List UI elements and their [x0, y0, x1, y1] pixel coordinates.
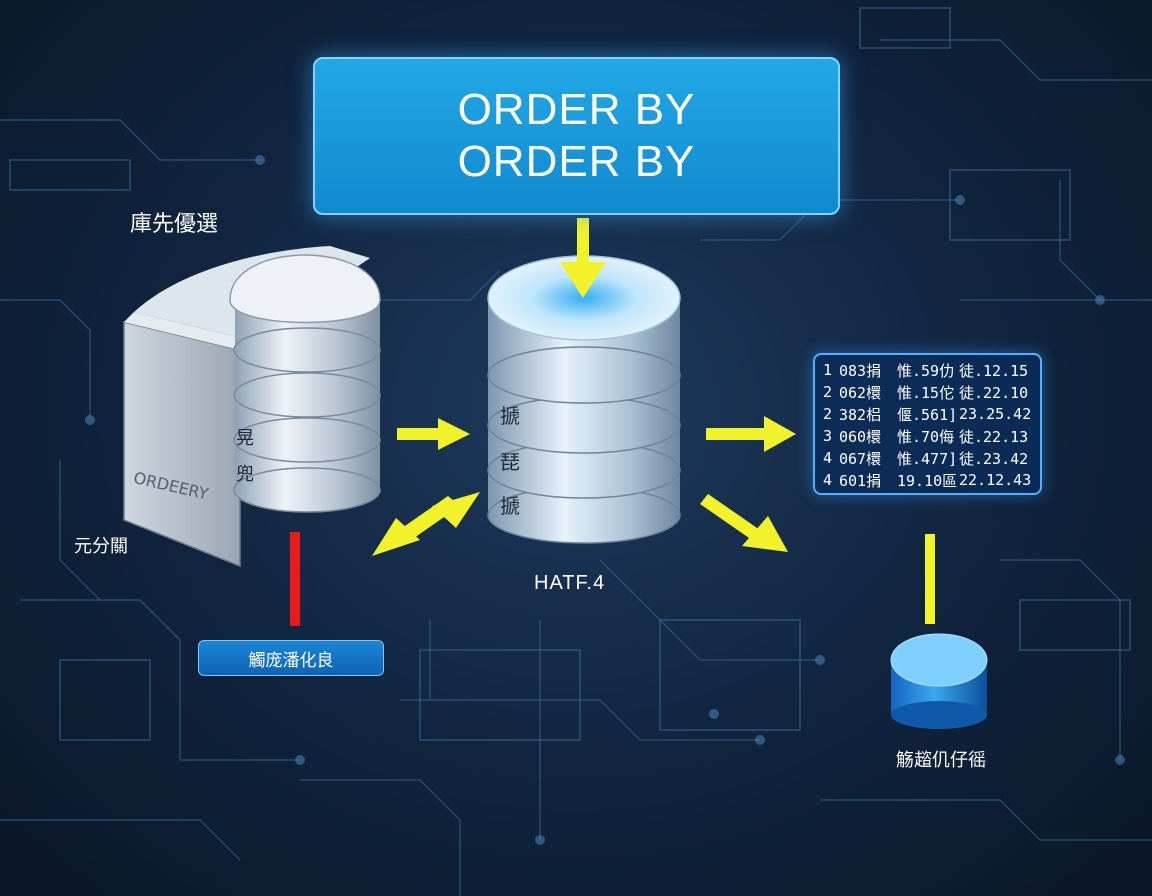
left-cylinder-glyph-1: 晃	[236, 428, 254, 449]
table-cell: 382梠	[839, 405, 882, 424]
table-row: 2 382梠 偃.561] 23.25.42	[823, 403, 1032, 425]
arrow-diagonal-icon	[700, 494, 788, 552]
title-line-2: ORDER BY	[457, 137, 696, 186]
double-arrow-icon	[372, 492, 480, 556]
table-cell: 2	[823, 405, 833, 423]
table-row: 4 067檈 惟.477] 徒.23.42	[823, 447, 1032, 469]
table-cell: 1	[823, 361, 833, 379]
table-row: 1 083捐 惟.59仂 徒.12.15	[823, 359, 1032, 381]
table-cell: 3	[823, 427, 833, 445]
bottom-right-label: 觞趦仉仔徭	[896, 750, 986, 771]
table-cell: 徒.22.13	[959, 427, 1029, 446]
table-cell: 偃.561]	[897, 405, 958, 424]
center-database-icon	[487, 255, 681, 544]
table-cell: 4	[823, 471, 833, 489]
table-row: 4 601捐 19.10區 22.12.43	[823, 469, 1032, 491]
table-cell: 062檈	[839, 383, 882, 402]
output-database-icon	[890, 633, 988, 729]
table-cell: 083捐	[839, 361, 882, 380]
arrow-down-icon	[560, 218, 606, 298]
center-cylinder-glyph-1: 搋	[500, 404, 520, 428]
table-cell: 19.10區	[897, 471, 958, 490]
arrow-right-icon	[397, 418, 470, 450]
table-row: 2 062檈 惟.15佗 徒.22.10	[823, 381, 1032, 403]
table-cell: 惟.59仂	[897, 361, 955, 380]
table-cell: 22.12.43	[959, 471, 1032, 489]
table-cell: 601捐	[839, 471, 882, 490]
center-cylinder-glyph-3: 搋	[500, 494, 520, 518]
table-cell: 4	[823, 449, 833, 467]
result-table: 1 083捐 惟.59仂 徒.12.15 2 062檈 惟.15佗 徒.22.1…	[813, 353, 1042, 495]
table-cell: 060檈	[839, 427, 882, 446]
left-label: 元分關	[74, 536, 128, 557]
center-cylinder-glyph-2: 琵	[500, 450, 520, 474]
top-left-label: 庫先優選	[130, 212, 219, 237]
table-cell: 23.25.42	[959, 405, 1032, 423]
table-cell: 067檈	[839, 449, 882, 468]
table-cell: 惟.477]	[897, 449, 958, 468]
arrow-right-icon	[706, 416, 796, 452]
connector-line	[925, 534, 935, 624]
table-cell: 2	[823, 383, 833, 401]
left-database-icon	[229, 254, 381, 513]
table-cell: 惟.15佗	[897, 383, 955, 402]
table-cell: 徒.23.42	[959, 449, 1029, 468]
center-label: HATF.4	[534, 572, 606, 594]
pill-label: 觸庞潘化良	[198, 640, 384, 676]
red-line	[290, 532, 300, 626]
title-box: ORDER BY ORDER BY	[313, 57, 840, 215]
left-cylinder-glyph-2: 兜	[236, 464, 254, 485]
table-cell: 徒.12.15	[959, 361, 1029, 380]
table-cell: 惟.70侮	[897, 427, 955, 446]
table-row: 3 060檈 惟.70侮 徒.22.13	[823, 425, 1032, 447]
table-cell: 徒.22.10	[959, 383, 1029, 402]
title-line-1: ORDER BY	[457, 85, 696, 134]
